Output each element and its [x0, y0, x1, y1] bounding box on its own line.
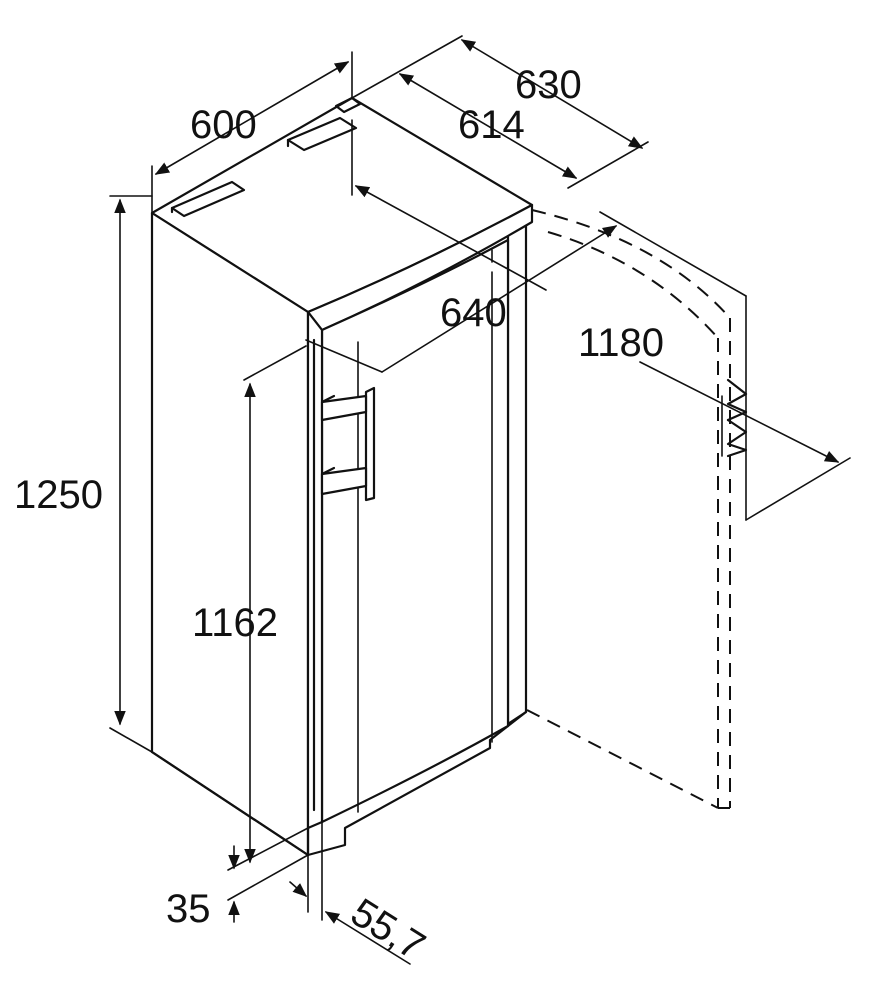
label-1250: 1250 [14, 473, 103, 517]
open-door-outline [526, 209, 731, 809]
label-600: 600 [190, 103, 257, 147]
label-35: 35 [166, 887, 211, 931]
dim-640 [351, 119, 547, 291]
dim-1250 [109, 195, 153, 753]
dim-600 [151, 51, 353, 214]
label-55-7: 55,7 [343, 890, 432, 969]
open-door-handle [721, 378, 748, 458]
dim-614 [398, 73, 578, 179]
label-640: 640 [440, 291, 507, 335]
label-630: 630 [515, 63, 582, 107]
dim-1180 [305, 211, 851, 521]
label-1162: 1162 [192, 601, 278, 645]
dim-35 [227, 827, 309, 923]
dim-1162 [243, 345, 307, 864]
door-handle [312, 338, 376, 812]
label-614: 614 [458, 103, 525, 147]
label-1180: 1180 [578, 321, 664, 365]
dim-55-7 [289, 821, 411, 965]
